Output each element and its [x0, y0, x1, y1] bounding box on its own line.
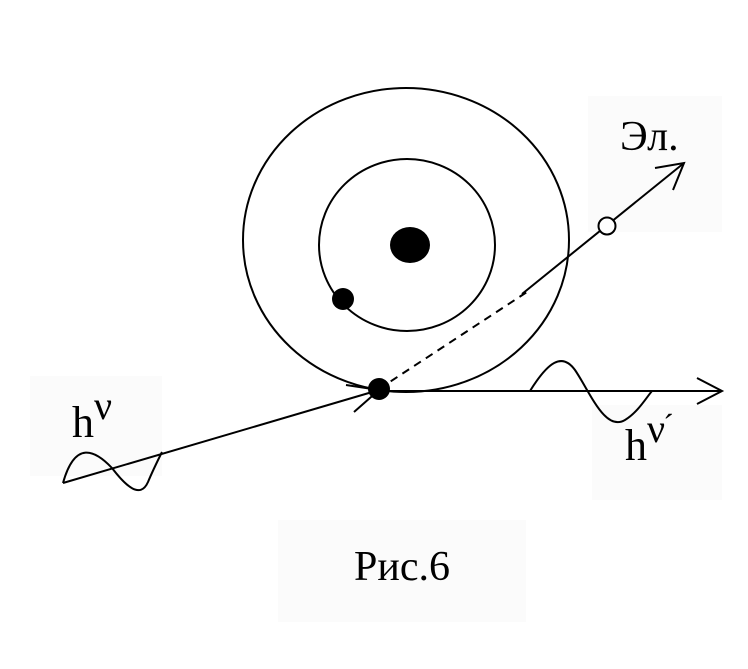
scattered-photon-prime: ´ [663, 407, 674, 443]
scattered-photon-label: hν´ [625, 406, 674, 470]
electron-arrowhead [654, 161, 686, 191]
bg-block-caption [278, 520, 526, 622]
inner-electron [332, 288, 354, 310]
figure-caption: Рис.6 [354, 544, 450, 590]
incident-photon-ray [62, 389, 380, 484]
incident-photon-nu: ν [94, 383, 112, 428]
scattered-arrowhead [696, 377, 725, 405]
electron-path-dashed [378, 289, 531, 390]
inner-orbit [318, 158, 496, 332]
nucleus [390, 227, 430, 263]
bg-block-top-right [588, 96, 722, 232]
scattered-photon-nu: ν [647, 406, 665, 451]
ejected-electron [597, 216, 617, 236]
incident-wave [62, 451, 163, 491]
incident-photon-label: hν [72, 383, 112, 447]
electron-label: Эл. [620, 114, 679, 160]
scattered-wave [529, 360, 653, 424]
